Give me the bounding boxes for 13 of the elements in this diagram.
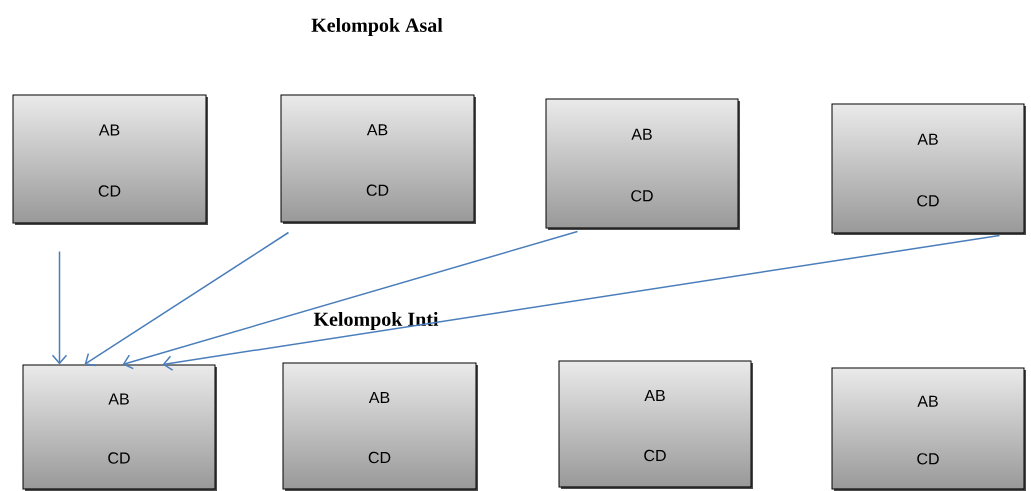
group-box: AB CD <box>280 94 476 224</box>
group-box: AB CD <box>12 94 208 225</box>
arrow <box>51 250 68 365</box>
group-box: AB CD <box>831 367 1026 491</box>
group-box: AB CD <box>831 103 1026 235</box>
group-box: AB CD <box>22 364 217 491</box>
group-box: AB CD <box>558 360 753 489</box>
group-box: AB CD <box>282 362 478 491</box>
heading: Kelompok Asal <box>311 17 443 37</box>
arrow <box>122 230 579 370</box>
group-box: AB CD <box>545 98 740 230</box>
arrow <box>162 234 1001 371</box>
arrow <box>84 231 290 367</box>
